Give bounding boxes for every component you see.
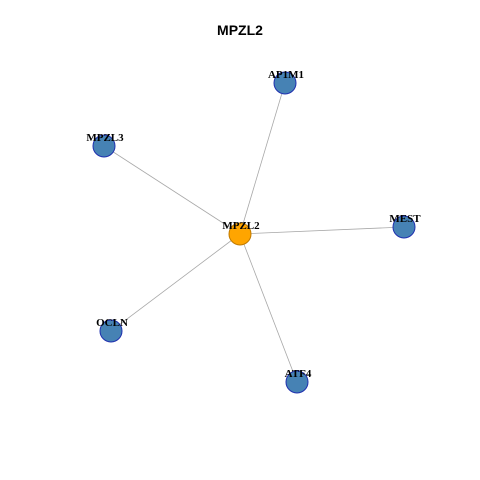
edge-mpzl2-atf4 bbox=[239, 233, 298, 383]
node-circle-mpzl2 bbox=[228, 222, 252, 246]
node-label-mpzl2: MPZL2 bbox=[222, 220, 260, 232]
node-circle-ap1m1 bbox=[273, 71, 297, 95]
node-circle-ocln bbox=[99, 319, 123, 343]
node-label-mest: MEST bbox=[389, 213, 421, 225]
node-mpzl3: MPZL3 bbox=[86, 132, 124, 158]
node-circle-mpzl3 bbox=[92, 134, 116, 158]
edge-mpzl2-mpzl3 bbox=[103, 145, 241, 235]
node-mpzl2: MPZL2 bbox=[222, 220, 260, 246]
node-ocln: OCLN bbox=[96, 317, 128, 343]
node-circle-mest bbox=[392, 215, 416, 239]
node-label-ocln: OCLN bbox=[96, 317, 128, 329]
node-ap1m1: AP1M1 bbox=[268, 69, 304, 95]
node-atf4: ATF4 bbox=[285, 368, 312, 394]
node-circle-atf4 bbox=[285, 370, 309, 394]
node-label-mpzl3: MPZL3 bbox=[86, 132, 124, 144]
node-label-atf4: ATF4 bbox=[285, 368, 312, 380]
node-mest: MEST bbox=[389, 213, 421, 239]
edge-mpzl2-mest bbox=[239, 226, 405, 235]
node-label-ap1m1: AP1M1 bbox=[268, 69, 304, 81]
edge-layer bbox=[103, 82, 405, 383]
edge-mpzl2-ap1m1 bbox=[239, 82, 286, 235]
diagram-title: MPZL2 bbox=[217, 22, 263, 38]
edge-mpzl2-ocln bbox=[110, 233, 241, 332]
